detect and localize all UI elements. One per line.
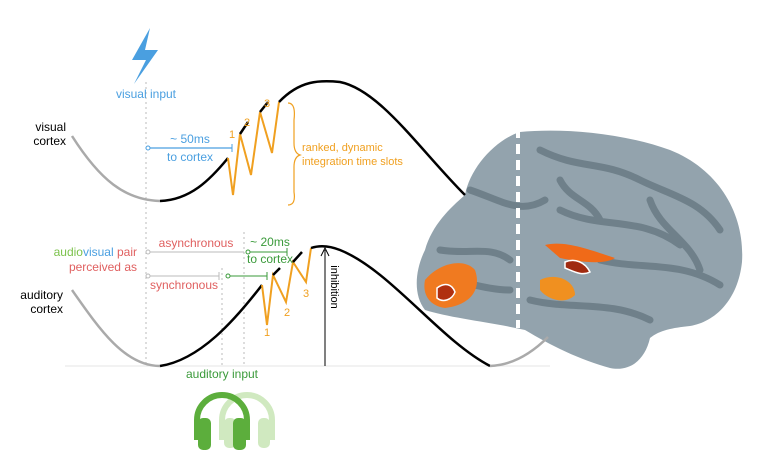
brain-image: [416, 112, 743, 369]
auditory-delay-label: ~ 20ms: [250, 235, 290, 249]
auditory-cortex-label: auditory: [20, 288, 63, 302]
auditory-wave-gray: [70, 289, 161, 368]
perceived-as-label: perceived as: [69, 260, 137, 274]
slots-label-1: ranked, dynamic: [302, 142, 383, 154]
auditory-oscillations: [261, 247, 312, 326]
auditory-slot-1: 1: [264, 327, 270, 339]
visual-slot-2: 2: [244, 117, 250, 129]
visual-wave: [159, 157, 229, 203]
visual-slot-1: 1: [229, 129, 235, 141]
auditory-input-label: auditory input: [186, 367, 259, 381]
visual-input-label: visual input: [116, 87, 177, 101]
visual-oscillations: [227, 101, 280, 196]
auditory-wave: [159, 284, 263, 368]
visual-wave-gray: [70, 135, 161, 203]
slots-brace: [287, 102, 302, 206]
svg-text:cortex: cortex: [33, 134, 66, 148]
visual-delay-label: ~ 50ms: [170, 132, 210, 146]
headphones-icon: [194, 392, 275, 450]
visual-delay-sub: to cortex: [167, 150, 213, 164]
visual-cortex-label: visual: [35, 120, 66, 134]
audiovisual-pair-label: audiovisual pair: [54, 245, 137, 259]
inhibition-label: inhibition: [328, 265, 340, 308]
asynchronous-label: asynchronous: [159, 236, 234, 250]
auditory-slot-2: 2: [284, 307, 290, 319]
slots-label-2: integration time slots: [302, 156, 403, 168]
auditory-delay-sub: to cortex: [247, 252, 293, 266]
lightning-bolt-icon: [132, 28, 158, 84]
svg-text:cortex: cortex: [30, 302, 63, 316]
synchronous-label: synchronous: [150, 278, 218, 292]
visual-slot-3: 3: [264, 98, 270, 110]
auditory-slot-3: 3: [303, 288, 309, 300]
